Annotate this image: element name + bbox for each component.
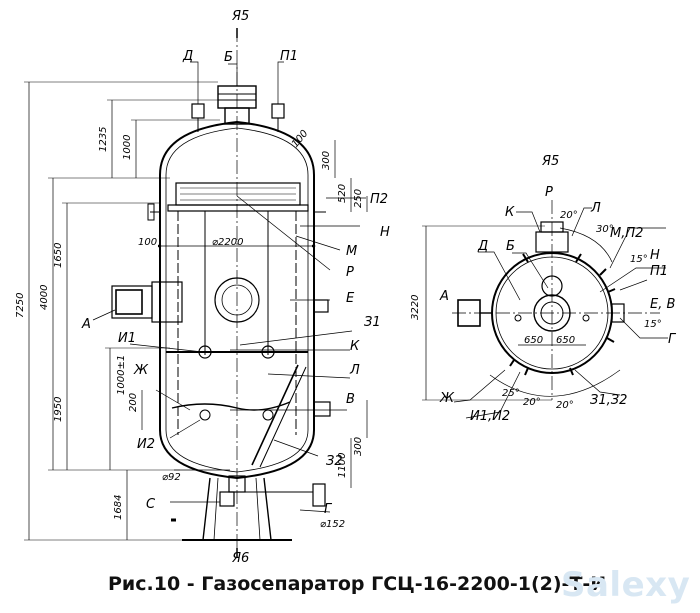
svg-text:К: К (505, 205, 515, 220)
svg-text:И2: И2 (137, 437, 155, 452)
svg-text:3220: 3220 (410, 295, 421, 320)
svg-text:1100: 1100 (337, 453, 348, 478)
svg-text:Г: Г (668, 332, 677, 347)
svg-text:Б: Б (224, 50, 233, 65)
svg-text:А: А (439, 289, 449, 304)
svg-text:1000±1: 1000±1 (116, 355, 127, 395)
svg-text:1235: 1235 (98, 127, 109, 152)
svg-text:И1,И2: И1,И2 (470, 409, 510, 424)
svg-text:Я6: Я6 (231, 551, 249, 566)
svg-text:4000: 4000 (39, 285, 50, 310)
svg-text:200: 200 (128, 393, 139, 412)
svg-text:1000: 1000 (122, 135, 133, 160)
svg-text:100: 100 (138, 237, 157, 248)
watermark-logo: Salexy (561, 565, 691, 605)
svg-text:Ж: Ж (439, 391, 455, 406)
front-view-labels: Я5 Я6 Д Б П1 П2 Н М Р Е З1 К Л В З2 А И1… (15, 9, 390, 566)
svg-text:15°: 15° (630, 254, 648, 265)
svg-text:П1: П1 (650, 264, 668, 279)
svg-text:1684: 1684 (113, 495, 124, 520)
vessel-shell (159, 120, 315, 480)
svg-text:З1: З1 (364, 315, 381, 330)
svg-text:20°: 20° (523, 397, 541, 408)
svg-text:300: 300 (321, 151, 332, 170)
svg-text:650: 650 (556, 335, 575, 346)
svg-text:З1,З2: З1,З2 (590, 393, 627, 408)
top-view-labels: Я5 Р К Л Д Б М,П2 Н П1 А Е, В Г Ж И1,И2 … (410, 154, 677, 424)
svg-text:100: 100 (290, 128, 311, 150)
svg-text:Ж: Ж (133, 363, 149, 378)
svg-text:Я5: Я5 (541, 154, 559, 169)
svg-text:⌀152: ⌀152 (320, 519, 345, 530)
svg-text:25°: 25° (502, 388, 520, 399)
svg-text:А: А (81, 317, 91, 332)
svg-text:Д: Д (477, 239, 488, 254)
svg-text:Г: Г (324, 502, 333, 517)
svg-text:300: 300 (353, 437, 364, 456)
svg-text:1650: 1650 (53, 243, 64, 268)
top-view (422, 200, 668, 419)
svg-text:Р: Р (545, 185, 553, 200)
svg-text:З2: З2 (326, 454, 343, 469)
front-view (24, 28, 368, 558)
svg-text:Л: Л (590, 201, 601, 216)
svg-text:520: 520 (337, 184, 348, 203)
figure-caption: Рис.10 - Газосепаратор ГСЦ-16-2200-1(2)-… (108, 573, 607, 595)
svg-text:М: М (346, 244, 357, 259)
svg-text:Я5: Я5 (231, 9, 249, 24)
svg-text:250: 250 (353, 189, 364, 208)
svg-text:650: 650 (524, 335, 543, 346)
svg-text:⌀2200: ⌀2200 (212, 237, 243, 248)
svg-text:К: К (350, 339, 360, 354)
svg-text:1950: 1950 (53, 397, 64, 422)
svg-text:Р: Р (346, 265, 354, 280)
svg-text:П2: П2 (370, 192, 388, 207)
svg-text:М,П2: М,П2 (610, 226, 643, 241)
svg-text:Д: Д (182, 49, 193, 64)
svg-text:20°: 20° (556, 400, 574, 411)
svg-text:С: С (146, 497, 156, 512)
svg-text:И1: И1 (118, 331, 136, 346)
svg-text:Е: Е (346, 291, 355, 306)
svg-text:Н: Н (650, 248, 660, 263)
svg-text:15°: 15° (644, 319, 662, 330)
svg-text:П1: П1 (280, 49, 298, 64)
svg-text:20°: 20° (560, 210, 578, 221)
svg-text:⌀92: ⌀92 (162, 472, 181, 483)
svg-text:Л: Л (349, 363, 360, 378)
svg-text:30°: 30° (596, 224, 614, 235)
svg-text:7250: 7250 (15, 293, 26, 318)
svg-text:Н: Н (380, 225, 390, 240)
svg-text:Б: Б (506, 239, 515, 254)
svg-text:Е, В: Е, В (650, 297, 675, 312)
svg-text:В: В (346, 392, 355, 407)
